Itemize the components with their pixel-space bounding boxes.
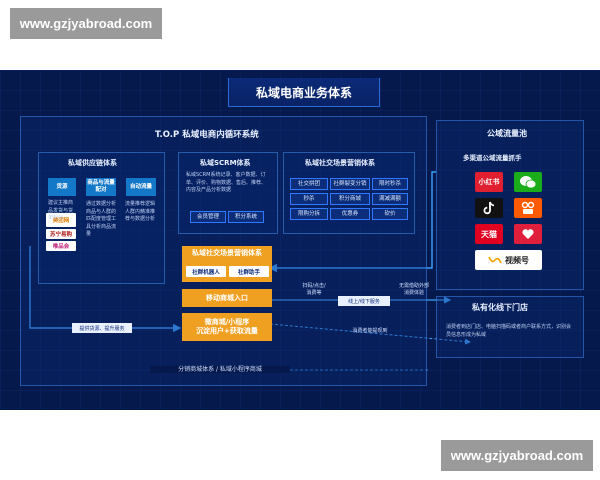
social-button-8: 优惠券 bbox=[330, 208, 370, 220]
supply-text-3: 流量推荐逻辑人群内精准推荐与数据分析 bbox=[125, 201, 156, 222]
public-pool-subtitle: 多渠道公域流量抓手 bbox=[463, 154, 522, 162]
watermark-bottom: www.gzjyabroad.com bbox=[441, 440, 593, 471]
top-system-title: T.O.P 私域电商内循环系统 bbox=[155, 130, 259, 140]
supply-box-auto: 自动流量 bbox=[126, 178, 156, 196]
social-button-3: 限时秒杀 bbox=[372, 178, 408, 190]
scrm-button-member: 会员管理 bbox=[190, 211, 226, 223]
channels-icon: 视频号 bbox=[475, 250, 542, 270]
tmall-icon: 天猫 bbox=[475, 224, 503, 244]
scrm-text: 私域SCRM系统记录、客户数据、订单、评价、购物数据、售后、推荐、内容及产品分析… bbox=[186, 172, 267, 193]
flow-label-d: 消费者能提现到 bbox=[352, 328, 388, 334]
social-button-9: 砍价 bbox=[372, 208, 408, 220]
mall-entry-block: 移动商城入口 bbox=[182, 289, 272, 307]
douyin-icon bbox=[475, 198, 503, 218]
chip-robot: 社群机器人 bbox=[186, 266, 226, 277]
channels-label: 视频号 bbox=[505, 255, 529, 265]
offline-store-panel bbox=[436, 296, 584, 358]
flow-label-b: 线上/线下服务 bbox=[338, 296, 390, 306]
social-button-7: 限购分拆 bbox=[290, 208, 328, 220]
public-pool-title: 公域流量池 bbox=[487, 129, 527, 138]
social-button-4: 秒杀 bbox=[290, 193, 328, 205]
social-button-5: 积分商城 bbox=[330, 193, 370, 205]
scrm-button-points: 积分系统 bbox=[228, 211, 264, 223]
flow-label-c: 无需借助外部 消费体验 bbox=[398, 283, 429, 296]
chip-assistant: 社群助手 bbox=[229, 266, 269, 277]
bottom-label: 分销商城体系 / 私域小程序商城 bbox=[150, 366, 290, 373]
kuaishou-icon bbox=[514, 198, 542, 218]
left-supply-tag: 提供货源、提升服务 bbox=[72, 323, 132, 333]
platform-logo-suning: 苏宁易购 bbox=[46, 229, 76, 239]
supply-box-match: 商品与流量配对 bbox=[86, 178, 116, 196]
social-button-1: 社交拼团 bbox=[290, 178, 328, 190]
diagram-board: 私域电商业务体系 T.O.P 私域电商内循环系统 私域供应链体系 货源 商品与流… bbox=[0, 70, 600, 410]
watermark-top: www.gzjyabroad.com bbox=[10, 8, 162, 39]
supply-text-1: 建议主推商品发货与货单配对 bbox=[48, 200, 74, 221]
flow-label-a: 扫码/点击/ 消费等 bbox=[302, 283, 326, 296]
supply-chain-title: 私域供应链体系 bbox=[68, 159, 117, 167]
diagram-title: 私域电商业务体系 bbox=[228, 78, 380, 107]
social-marketing-title: 私域社交场景营销体系 bbox=[305, 159, 375, 167]
xiaohongshu-icon: 小红书 bbox=[475, 172, 503, 192]
platform-logo-vip: 唯品会 bbox=[46, 241, 76, 251]
pinduoduo-icon bbox=[514, 224, 542, 244]
offline-store-title: 私有化线下门店 bbox=[472, 303, 528, 312]
miniapp-block: 微商城/小程序 沉淀用户+获取流量 bbox=[182, 313, 272, 341]
platform-logo-meituan: 美团网 bbox=[46, 213, 76, 227]
supply-box-source: 货源 bbox=[48, 178, 76, 196]
social-button-6: 满减满额 bbox=[372, 193, 408, 205]
wechat-icon bbox=[514, 172, 542, 192]
offline-store-text: 消费者到店门店、电脑扫描码或者商户联系方式，识别会员信息形成为私域 bbox=[446, 324, 572, 338]
supply-text-2: 通过数据分析商品与人群的匹配度管理工具分析商品流量 bbox=[86, 201, 117, 237]
scrm-title: 私域SCRM体系 bbox=[200, 159, 251, 167]
orange-scene-label: 私域社交场景营销体系 bbox=[192, 249, 262, 257]
social-button-2: 社群裂变分销 bbox=[330, 178, 370, 190]
